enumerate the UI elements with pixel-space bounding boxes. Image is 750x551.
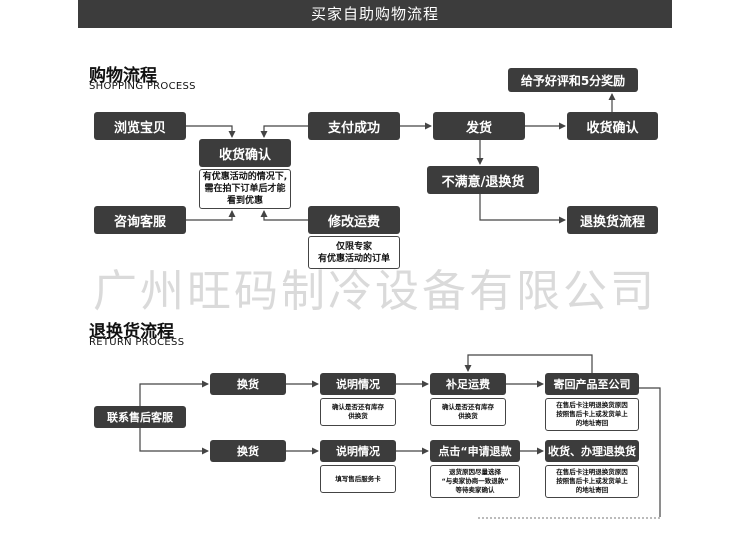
exchange-box-2: 换货 (210, 440, 286, 462)
shopping-title: 购物流程 (89, 66, 157, 86)
freight-note: 确认是否还有库存 供换货 (430, 398, 506, 426)
contact-to-exchange2-arrow (139, 428, 209, 455)
freight-box: 补足运费 (430, 373, 506, 395)
ship-box: 发货 (433, 112, 525, 140)
consult-box: 咨询客服 (94, 206, 186, 234)
footer-dotted-line (478, 517, 660, 519)
unsatisfied-box: 不满意/退换货 (427, 166, 539, 194)
receive-note: 在售后卡注明退换货原因 按照售后卡上或发货单上 的地址寄回 (545, 465, 639, 498)
explain-box-2: 说明情况 (320, 440, 396, 462)
return-process-box: 退换货流程 (567, 206, 658, 234)
unsatisfied-to-return-arrow (479, 194, 566, 224)
confirm-note: 有优惠活动的情况下, 需在拍下订单后才能 看到优惠 (199, 169, 291, 209)
edit-freight-box: 修改运费 (308, 206, 400, 234)
paid-to-confirm-arrow (260, 125, 308, 138)
paid-box: 支付成功 (308, 112, 400, 140)
shopping-subtitle: SHOPPING PROCESS (89, 81, 196, 92)
page-banner: 买家自助购物流程 (78, 0, 672, 28)
contact-to-exchange1-arrow (139, 380, 209, 406)
browse-box: 浏览宝贝 (94, 112, 186, 140)
edit-to-confirm-arrow (260, 210, 308, 221)
right-return-line (639, 387, 661, 517)
contact-service-box: 联系售后客服 (94, 406, 186, 428)
explain-note-2: 填写售后服务卡 (320, 465, 396, 493)
receive-box: 收货、办理退换货 (545, 440, 639, 462)
apply-refund-note: 退货原因尽量选择 “与卖家协商一致退款” 等待卖家确认 (430, 465, 520, 498)
company-watermark: 广州旺码制冷设备有限公司 (93, 266, 657, 317)
send-back-note: 在售后卡注明退换货原因 按照售后卡上或发货单上 的地址寄回 (545, 398, 639, 431)
reward-box: 给予好评和5分奖励 (508, 68, 638, 92)
consult-to-confirm-arrow (186, 210, 236, 221)
return-title: 退换货流程 (89, 322, 174, 342)
confirm-receipt-box: 收货确认 (567, 112, 658, 140)
edit-freight-note: 仅限专家 有优惠活动的订单 (308, 236, 400, 269)
explain-note-1: 确认是否还有库存 供换货 (320, 398, 396, 426)
exchange-box-1: 换货 (210, 373, 286, 395)
apply-refund-box: 点击“申请退款 (430, 440, 520, 462)
browse-to-confirm-arrow (186, 125, 236, 138)
return-subtitle: RETURN PROCESS (89, 337, 185, 348)
confirm-center-box: 收货确认 (199, 139, 291, 167)
send-back-box: 寄回产品至公司 (545, 373, 639, 395)
sendback-to-freight-loop (464, 354, 593, 373)
explain-box-1: 说明情况 (320, 373, 396, 395)
